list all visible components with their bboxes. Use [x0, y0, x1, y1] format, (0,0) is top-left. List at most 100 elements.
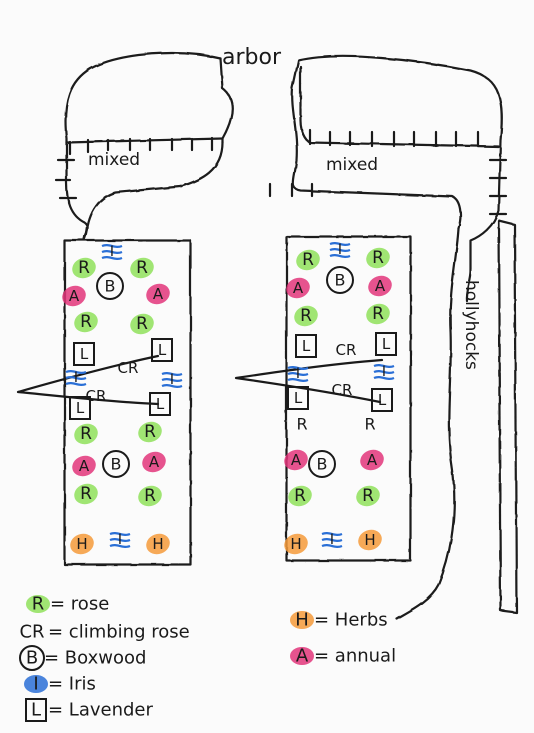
iris-symbol: I	[170, 372, 174, 388]
legend-text: = rose	[50, 594, 109, 615]
lavender-symbol: L	[80, 345, 89, 363]
legend-text: = Herbs	[314, 610, 388, 631]
rose-symbol: R	[80, 484, 92, 504]
iris-symbol: I	[74, 370, 78, 386]
climbing-rose-symbol: CR	[336, 341, 357, 359]
lavender-box	[73, 342, 95, 366]
boxwood-circle	[102, 450, 130, 478]
lavender-symbol: L	[302, 337, 311, 355]
iris-stroke	[321, 538, 343, 542]
rose-symbol: R	[294, 486, 306, 506]
lavender-symbol: L	[158, 341, 167, 359]
iris-symbol: I	[110, 244, 114, 260]
iris-stroke	[109, 544, 131, 548]
rose-symbol: R	[300, 306, 312, 326]
annual-highlight	[72, 455, 96, 477]
iris-stroke	[373, 364, 395, 368]
legend-text: = Iris	[48, 674, 96, 695]
arbor-label: arbor	[222, 45, 282, 70]
iris-symbol: I	[382, 364, 386, 380]
annual-symbol: A	[367, 451, 378, 469]
legend-item: L = Lavender	[25, 698, 153, 722]
rose-highlight	[138, 485, 162, 507]
iris-stroke	[373, 370, 395, 374]
lavender-symbol: L	[156, 395, 165, 413]
herbs-symbol: H	[152, 535, 163, 553]
lavender-box	[149, 392, 171, 416]
iris-symbol: I	[118, 532, 122, 548]
iris-stroke	[287, 372, 309, 376]
herbs-symbol: H	[290, 535, 301, 553]
iris-stroke	[65, 382, 87, 386]
legend-item: A= annual	[290, 646, 396, 667]
iris-stroke	[65, 376, 87, 380]
iris-symbol: I	[330, 532, 334, 548]
rose-highlight	[288, 485, 312, 507]
lavender-box	[287, 386, 309, 410]
legend-swatch	[290, 611, 314, 629]
legend-boxwood-circle	[19, 645, 45, 671]
iris-stroke	[101, 256, 123, 260]
rose-highlight	[356, 485, 380, 507]
annual-symbol: A	[153, 285, 164, 303]
iris-symbol: I	[296, 366, 300, 382]
iris-stroke	[287, 378, 309, 382]
herbs-highlight	[70, 533, 94, 555]
boxwood-symbol: B	[335, 271, 346, 290]
mixed-left-label: mixed	[88, 150, 140, 170]
rose-symbol: R	[144, 422, 156, 442]
rose-symbol: R	[372, 248, 384, 268]
legend-text: = Lavender	[48, 700, 153, 721]
rose-symbol: R	[136, 314, 148, 334]
lavender-box	[69, 396, 91, 420]
rose-symbol: R	[80, 312, 92, 332]
iris-stroke	[101, 250, 123, 254]
annual-highlight	[360, 449, 384, 471]
legend-item: R= rose	[26, 594, 109, 615]
iris-stroke	[321, 532, 343, 536]
rose-highlight	[74, 423, 98, 445]
climbing-rose-symbol: CR	[332, 381, 353, 399]
rose-symbol: R	[372, 304, 384, 324]
boxwood-circle	[308, 450, 336, 478]
rose-symbol: R	[362, 486, 374, 506]
legend-item: CR= climbing rose	[19, 622, 189, 643]
annual-symbol: A	[293, 279, 304, 297]
iris-stroke	[65, 370, 87, 374]
legend-text: = climbing rose	[48, 622, 190, 643]
lavender-box	[151, 338, 173, 362]
legend-key: L	[31, 700, 41, 721]
iris-stroke	[109, 532, 131, 536]
lavender-symbol: L	[378, 391, 387, 409]
rose-highlight	[74, 483, 98, 505]
lavender-box	[375, 332, 397, 356]
legend-lavender-box	[25, 698, 47, 722]
legend-key: H	[295, 610, 309, 631]
iris-stroke	[161, 384, 183, 388]
iris-stroke	[373, 376, 395, 380]
herbs-symbol: H	[364, 531, 375, 549]
rose-symbol: R	[78, 258, 90, 278]
iris-stroke	[321, 544, 343, 548]
annual-highlight	[146, 283, 170, 305]
iris-symbol: I	[338, 242, 342, 258]
annual-symbol: A	[291, 451, 302, 469]
rose-symbol: R	[302, 250, 314, 270]
legend-key: CR	[19, 622, 44, 643]
rose-symbol: R	[80, 424, 92, 444]
rose-symbol: R	[136, 258, 148, 278]
lavender-symbol: L	[76, 399, 85, 417]
lavender-symbol: L	[294, 389, 303, 407]
legend-key: I	[33, 674, 38, 695]
annual-symbol: A	[375, 277, 386, 295]
garden-outline	[63, 51, 518, 620]
boxwood-symbol: B	[111, 455, 122, 474]
legend-key: A	[296, 646, 309, 667]
legend-key: B	[26, 648, 38, 669]
mixed-right-label: mixed	[326, 155, 378, 175]
lavender-box	[295, 334, 317, 358]
iris-stroke	[101, 244, 123, 248]
